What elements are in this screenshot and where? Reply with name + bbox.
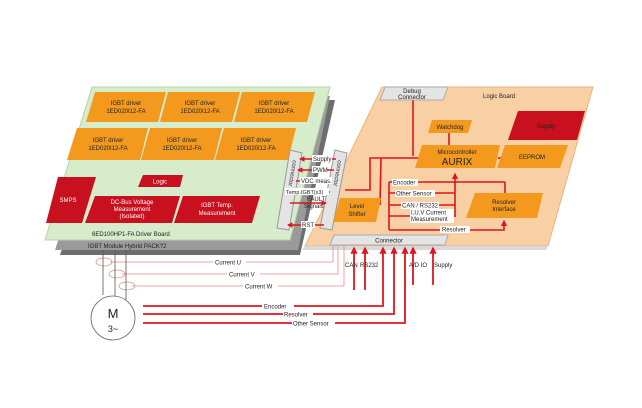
encoder-signal-label: Encoder [393,181,415,187]
svg-text:connector: connector [331,160,341,187]
svg-text:IGBT Temp.: IGBT Temp. [201,203,233,209]
signal-supply: Supply [313,157,331,163]
logic-board-label: Logic Board [483,94,515,100]
svg-text:1ED020I12-FA: 1ED020I12-FA [236,146,275,152]
svg-text:(Isolated): (Isolated) [119,214,144,220]
driver-board-label: 6ED100HP1-FA Driver Board [92,232,170,238]
other-sensor-label: Other Sensor [293,322,329,328]
svg-text:Level: Level [350,204,364,210]
supply-block: Supply [508,111,585,140]
current-u-label: Current U [215,261,241,267]
external-input-wires [143,246,437,324]
svg-text:IGBT driver: IGBT driver [241,138,272,144]
svg-text:Measurement: Measurement [199,211,236,217]
svg-text:SMPS: SMPS [59,198,76,204]
igbt-driver: IGBT driver 1ED020I12-FA [141,128,222,160]
adio-label: A/D IO [409,263,427,269]
eeprom-block: EEPROM [497,145,568,168]
logic-block: Logic [138,175,183,187]
svg-text:AURIX: AURIX [442,157,473,168]
encoder-label: Encoder [264,305,286,311]
signal-vdc: VDC meas. [301,179,332,185]
svg-text:3~: 3~ [108,324,118,334]
svg-text:Shifter: Shifter [348,212,365,218]
igbt-driver: IGBT driver 1ED020I12-FA [86,92,166,122]
svg-text:Signals: Signals [304,204,324,210]
svg-text:Measurement: Measurement [114,207,151,213]
igbt-driver: IGBT driver 1ED020I12-FA [160,92,240,122]
igbt-driver: IGBT driver 1ED020I12-FA [215,128,296,160]
motor-phase-wires [102,250,127,300]
igbt-temp-block: IGBT Temp. Measurement [174,196,260,223]
svg-text:Measurement: Measurement [411,217,448,223]
svg-text:IGBT driver: IGBT driver [185,101,216,107]
igbt-driver: IGBT driver 1ED020I12-FA [67,128,148,160]
svg-text:Debug: Debug [403,89,421,95]
svg-text:connector: connector [286,160,296,187]
module-label: IGBT Module Hybrid PACK?2 [88,244,167,250]
smps-block: SMPS [46,177,96,223]
svg-text:1ED020I12-FA: 1ED020I12-FA [106,109,145,115]
igbt-driver: IGBT driver 1ED020I12-FA [234,92,315,122]
svg-text:IGBT driver: IGBT driver [167,138,198,144]
svg-text:1ED020I12-FA: 1ED020I12-FA [180,109,219,115]
signal-rst: RST [302,223,314,229]
signal-pwm: PWM [313,168,328,174]
svg-text:1ED020I12-FA: 1ED020I12-FA [254,109,293,115]
svg-text:Supply: Supply [537,124,555,130]
svg-text:Watchdog: Watchdog [437,125,464,131]
svg-text:Connector: Connector [375,239,403,245]
svg-text:Microcontroller: Microcontroller [437,150,476,156]
svg-text:IGBT driver: IGBT driver [111,101,142,107]
current-v-label: Current V [229,273,255,279]
svg-text:M: M [108,306,119,321]
can-label: CAN [345,263,358,269]
svg-text:IGBT driver: IGBT driver [259,101,290,107]
rs232-label: RS232 [360,263,379,269]
svg-text:Interface: Interface [492,207,516,213]
other-sensor-signal-label: Other Sensor [396,192,432,198]
current-w-label: Current W [245,285,273,291]
resolver-label: Resolver [284,313,308,319]
signal-fault: FAULT [307,197,326,203]
svg-text:1ED020I12-FA: 1ED020I12-FA [162,146,201,152]
current-sense-wires [95,246,345,291]
signal-temp: Temp.IGBT(x3) [286,190,323,196]
connector-bottom: Connector [329,234,449,246]
can-signal-label: CAN / RS232 [402,204,439,210]
motor: M 3~ [90,295,136,341]
svg-text:DC-Bus Voltage: DC-Bus Voltage [111,200,154,206]
svg-text:Resolver: Resolver [492,200,516,206]
supply-input-label: Supply [434,263,452,269]
svg-text:Connector: Connector [398,95,426,101]
resolver-signal-label: Resolver [442,228,466,234]
svg-text:IGBT driver: IGBT driver [93,138,124,144]
svg-text:EEPROM: EEPROM [519,155,545,161]
current-measurement-label: I,U,V Current [411,211,446,217]
watchdog-block: Watchdog [428,120,472,133]
svg-text:Logic: Logic [153,180,167,186]
svg-text:1ED020I12-FA: 1ED020I12-FA [88,146,127,152]
